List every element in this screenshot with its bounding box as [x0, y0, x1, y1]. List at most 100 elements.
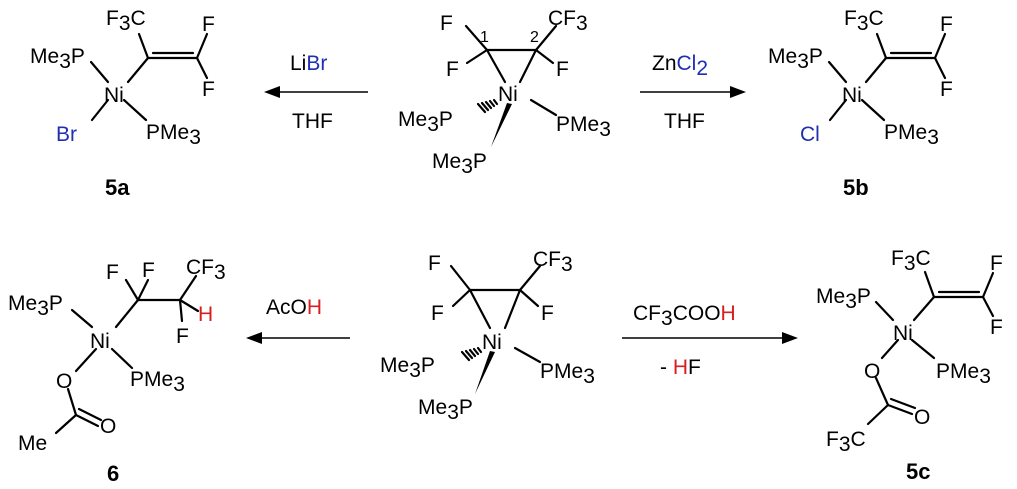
- atom-o: O: [864, 360, 880, 383]
- atom-br: Br: [56, 123, 77, 146]
- bond-ni-pme3: [860, 98, 886, 122]
- product-5a: F3C F F Me3P Ni Br PMe3 5a: [30, 7, 215, 200]
- compound-label-5a: 5a: [105, 175, 130, 200]
- wedge-bond-ni-p: [475, 351, 495, 394]
- group-cf3: CF3: [186, 256, 226, 284]
- elimination-hf: - HF: [660, 356, 701, 379]
- atom-h: H: [198, 303, 213, 326]
- bond-c-cf3: [875, 32, 888, 60]
- atom-F: F: [940, 13, 953, 36]
- top-start-complex: F 1 2 CF3 F F Ni Me3P PMe3 Me3P: [398, 7, 611, 178]
- product-5b: F3C F F Me3P Ni Cl PMe3 5b: [768, 7, 953, 200]
- ligand-pme3: PMe3: [884, 121, 939, 149]
- group-f3c: F3C: [844, 7, 884, 35]
- bond-p-ni: [827, 60, 848, 84]
- bond-c2-f: [534, 48, 555, 65]
- hashed-bond-ni-p: [476, 98, 499, 114]
- group-me-acyl: Me: [18, 432, 47, 455]
- ligand-pme3: PMe3: [146, 121, 201, 149]
- atom-ni: Ni: [498, 83, 518, 106]
- atom-ni: Ni: [842, 84, 862, 107]
- bond-ni-pme3: [110, 347, 134, 370]
- bond-ni-c: [912, 295, 936, 322]
- bond-o-c: [874, 376, 890, 407]
- group-cf3: CF3: [533, 248, 573, 276]
- atom-F: F: [990, 316, 1003, 339]
- wedge-bond-ni-p: [491, 103, 512, 147]
- atom-F: F: [202, 13, 215, 36]
- atom-F: F: [431, 302, 444, 325]
- group-f3c-acyl: F3C: [826, 428, 866, 456]
- ligand-me3p: Me3P: [768, 45, 823, 73]
- ring-bond-c1-ni: [468, 288, 492, 330]
- locant-1: 1: [480, 29, 489, 46]
- hashed-bond-ni-p: [460, 346, 483, 362]
- bond-chf-cf3: [178, 274, 198, 302]
- arrow-tfa: CF3COOH - HF: [622, 302, 798, 379]
- group-cf3: CF3: [548, 7, 588, 35]
- bond-ni-o: [880, 338, 900, 360]
- atom-F: F: [202, 78, 215, 101]
- reagent-acoh: AcOH: [266, 296, 322, 319]
- ring-bond-c2-ni: [518, 48, 538, 84]
- bond-c1-f-down: [451, 288, 472, 308]
- atom-cl: Cl: [800, 123, 820, 146]
- atom-ni: Ni: [482, 331, 502, 354]
- atom-ni: Ni: [90, 330, 110, 353]
- atom-F: F: [142, 259, 155, 282]
- ring-bond-c2-ni: [503, 288, 522, 330]
- atom-F: F: [940, 78, 953, 101]
- atom-F: F: [176, 325, 189, 348]
- bond-ni-pme3: [910, 338, 936, 360]
- reagent-libr: LiBr: [290, 52, 327, 75]
- bond-ni-cf2: [114, 298, 140, 329]
- bond-ni-br: [90, 98, 110, 122]
- bond-cf-down: [933, 56, 947, 80]
- bond-cf-up: [933, 32, 947, 60]
- compound-label-5c: 5c: [906, 459, 930, 484]
- atom-F: F: [541, 302, 554, 325]
- atom-F: F: [106, 261, 119, 284]
- bond-c-cf3-acyl: [866, 403, 890, 426]
- bond-c2-cf3: [534, 24, 558, 52]
- atom-F: F: [428, 252, 441, 275]
- double-bond-c-o-inner: [77, 407, 103, 422]
- bond-cf-up: [195, 32, 209, 60]
- atom-F: F: [440, 12, 453, 35]
- bond-c2-cf3: [518, 264, 542, 292]
- bond-cf-up: [981, 271, 995, 299]
- arrow-libr: LiBr THF: [264, 52, 368, 133]
- ligand-pme3-right: PMe3: [540, 360, 595, 388]
- solvent-thf: THF: [664, 110, 705, 133]
- atom-o: O: [56, 370, 72, 393]
- compound-label-5b: 5b: [843, 175, 869, 200]
- double-bond-c-o: [886, 403, 914, 416]
- atom-ni: Ni: [104, 84, 124, 107]
- ligand-me3p-left: Me3P: [380, 354, 435, 382]
- arrow-zncl2: ZnCl2 THF: [640, 52, 746, 133]
- arrow-acoh: AcOH: [246, 296, 350, 344]
- bond-p-ni: [89, 60, 110, 84]
- ligand-pme3: PMe3: [936, 360, 991, 388]
- bond-cf2-f-left: [124, 278, 140, 302]
- bond-c1-f-up: [449, 264, 472, 292]
- double-bond-c-o-inner: [889, 397, 917, 410]
- bond-cf-down: [195, 56, 209, 80]
- compound-label-6: 6: [107, 461, 119, 486]
- bond-p-ni: [70, 308, 94, 329]
- double-bond-c-o: [74, 413, 100, 428]
- bond-c-me: [54, 413, 78, 435]
- bond-c1-f-up: [464, 24, 489, 52]
- bond-c1-f-down: [465, 48, 489, 65]
- group-f3c: F3C: [891, 247, 931, 275]
- atom-F: F: [556, 58, 569, 81]
- bond-ni-cl: [828, 98, 848, 122]
- locant-2: 2: [530, 29, 539, 46]
- ligand-me3p-left: Me3P: [398, 108, 453, 136]
- solvent-thf: THF: [292, 110, 333, 133]
- reagent-zncl2: ZnCl2: [652, 52, 708, 80]
- bond-chf-f: [178, 298, 184, 323]
- product-5c: F3C F F Me3P Ni O PMe3 O F3C 5c: [816, 247, 1003, 484]
- bond-cf2-f-right: [136, 278, 150, 302]
- bond-cf-down: [981, 295, 995, 318]
